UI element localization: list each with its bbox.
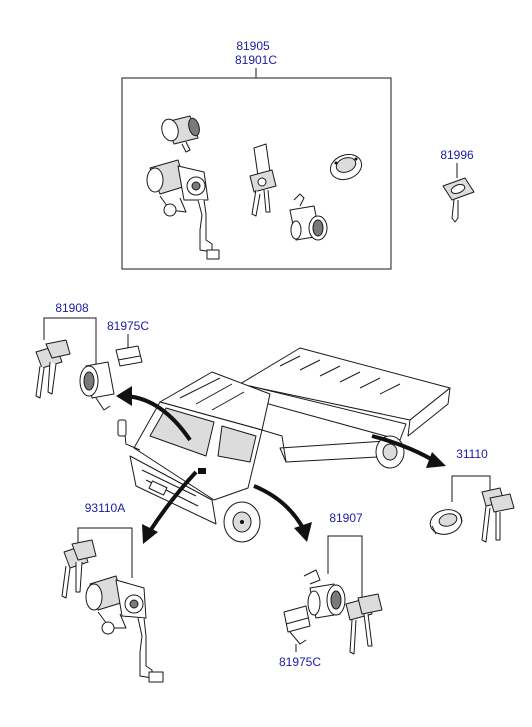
label-81996[interactable]: 81996 (440, 148, 474, 162)
door-lock-left-bracket (43, 317, 97, 365)
retainer-clip-lower[interactable] (283, 605, 311, 645)
truck-door-lock-point (198, 468, 206, 474)
kit-door-cylinder[interactable] (289, 193, 328, 241)
arrow-to-door-lock-left (116, 386, 132, 406)
kit-lock-cylinder-small[interactable] (159, 115, 201, 153)
fuel-cap-keys[interactable] (481, 487, 515, 543)
label-81975c-lower[interactable]: 81975C (279, 655, 321, 669)
label-31110[interactable]: 31110 (456, 447, 488, 461)
arrow-to-ignition (142, 524, 158, 544)
kit-box (121, 77, 392, 270)
kit-key-with-tag[interactable] (249, 143, 277, 217)
label-81975c-upper[interactable]: 81975C (107, 319, 149, 333)
door-lock-right-bracket (327, 535, 363, 598)
ignition-bracket (77, 527, 133, 578)
label-81908[interactable]: 81908 (55, 301, 89, 315)
fuel-cap-group: 31110 (427, 447, 515, 543)
door-lock-right-cylinder[interactable] (303, 569, 346, 619)
label-81907[interactable]: 81907 (329, 511, 363, 525)
kit-ignition-switch[interactable] (146, 159, 220, 260)
ignition-keys[interactable] (61, 539, 97, 599)
truck-side-window (217, 425, 257, 463)
truck (117, 347, 451, 543)
retainer-clip-upper[interactable] (115, 345, 143, 367)
door-lock-left-keys[interactable] (35, 339, 71, 399)
arrow-to-door-lock-right (294, 522, 312, 542)
door-lock-right-group: 81907 (303, 511, 383, 655)
arrow-to-fuel-cap (426, 452, 446, 468)
label-93110a[interactable]: 93110A (85, 501, 125, 515)
door-lock-left-cylinder[interactable] (79, 361, 115, 411)
fuel-cap-bracket (451, 475, 491, 502)
door-lock-right-keys[interactable] (345, 593, 383, 655)
arrows (116, 386, 446, 544)
retainer-upper-group: 81975C (107, 319, 149, 367)
kit-cap[interactable] (327, 150, 365, 183)
key-blank[interactable] (442, 177, 475, 223)
door-lock-left-group: 81908 (35, 301, 115, 411)
ignition-switch[interactable] (85, 575, 164, 683)
key-blank-group: 81996 (440, 148, 475, 223)
ignition-lock-group: 93110A (61, 501, 164, 683)
label-81905[interactable]: 81905 (236, 39, 270, 53)
fuel-cap[interactable] (427, 506, 464, 537)
label-81901c[interactable]: 81901C (235, 53, 277, 67)
kit-group: 81905 81901C (121, 39, 392, 270)
retainer-lower-group: 81975C (279, 605, 321, 669)
